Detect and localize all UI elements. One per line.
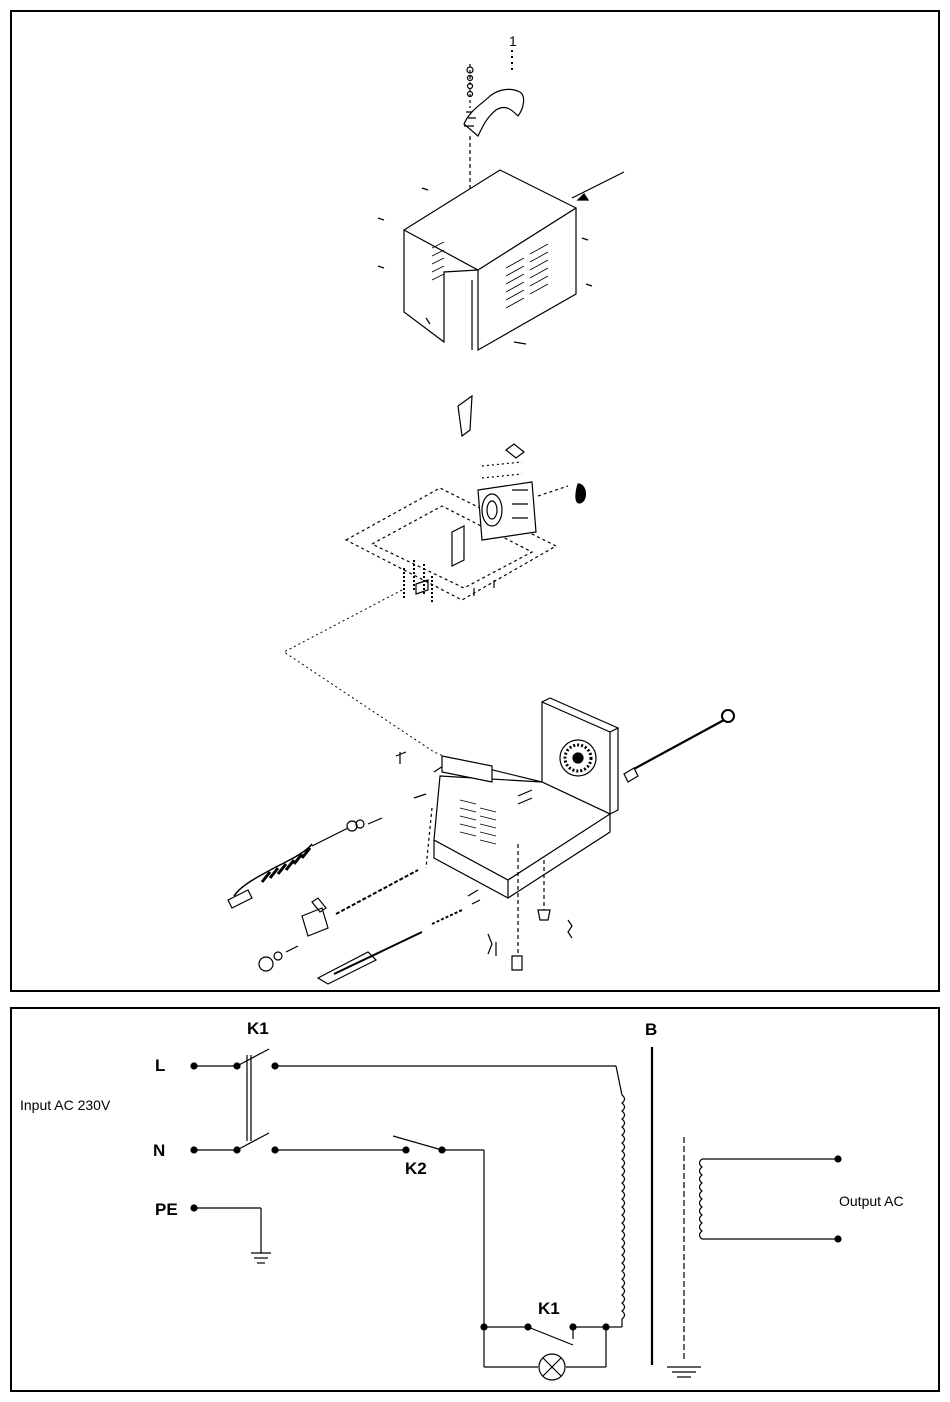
line-l-wire [191,1049,622,1095]
ground-wire-path [284,590,462,764]
k1-top-label: K1 [247,1019,269,1039]
top-cover [378,170,624,350]
line-n-wire [191,1133,484,1327]
primary-coil [622,1095,625,1327]
part-marker: 1 [509,33,517,49]
pe-label: PE [155,1200,178,1220]
indicator-lamp-icon [539,1354,565,1380]
b-label: B [645,1020,657,1040]
output-label: Output AC [839,1193,904,1209]
secondary-coil [700,1156,842,1242]
schematic-panel: K1 L Input AC 230V N PE K2 B Output AC K… [10,1007,940,1392]
exploded-view-drawing: 1 [12,12,938,990]
transformer-ground [667,1367,701,1377]
n-label: N [153,1141,165,1161]
pe-ground [191,1205,271,1263]
k1-switch-link [247,1055,251,1141]
circuit-diagram [12,1009,938,1390]
input-label: Input AC 230V [20,1097,110,1113]
chassis [396,698,734,898]
k1-bottom-label: K1 [538,1299,560,1319]
l-label: L [155,1056,165,1076]
k2-label: K2 [405,1159,427,1179]
exploded-view-panel: 1 [10,10,940,992]
base-plate-assembly [346,396,585,602]
